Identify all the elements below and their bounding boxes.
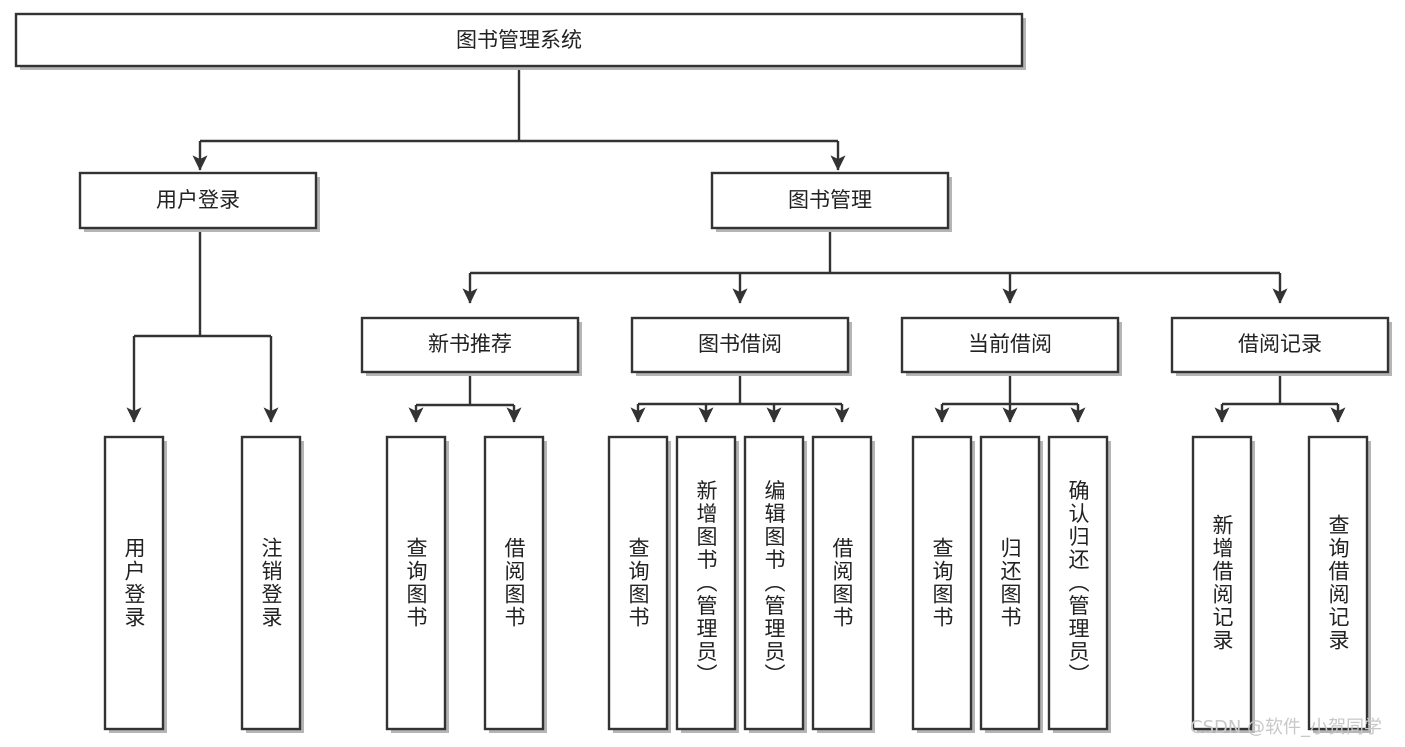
node-user-login[interactable]: 用户登录 xyxy=(78,171,320,232)
leaf-book-borrow-1[interactable]: 查询图书 xyxy=(607,435,671,733)
leaf-book-borrow-2[interactable]: 新增图书（管理员） xyxy=(675,435,739,733)
leaf-book-borrow-1-label: 查询图书 xyxy=(626,537,650,629)
leaf-book-borrow-3-label: 编辑图书（管理员） xyxy=(762,480,786,687)
leaf-book-borrow-4-label: 借阅图书 xyxy=(830,537,854,629)
node-book-borrow-label: 图书借阅 xyxy=(698,332,782,356)
leaf-borrow-record-1-label: 新增借阅记录 xyxy=(1210,514,1234,652)
leaf-user-login-2-label: 注销登录 xyxy=(259,537,283,629)
connector-group-borrow-record xyxy=(1214,372,1346,423)
node-book-borrow[interactable]: 图书借阅 xyxy=(630,316,852,376)
connector-group-current-borrow xyxy=(934,372,1086,423)
node-book-manage[interactable]: 图书管理 xyxy=(710,171,952,232)
leaf-current-borrow-1-label: 查询图书 xyxy=(930,537,954,629)
node-borrow-record[interactable]: 借阅记录 xyxy=(1170,316,1392,376)
leaf-current-borrow-2[interactable]: 归还图书 xyxy=(979,435,1043,733)
leaf-book-borrow-3[interactable]: 编辑图书（管理员） xyxy=(743,435,807,733)
connector-group-user-login xyxy=(126,232,279,423)
node-borrow-record-label: 借阅记录 xyxy=(1238,332,1322,356)
connector-group-new-book-recommend xyxy=(408,372,522,423)
node-root[interactable]: 图书管理系统 xyxy=(14,12,1026,70)
leaf-current-borrow-1[interactable]: 查询图书 xyxy=(911,435,975,733)
leaf-current-borrow-3-label: 确认归还（管理员） xyxy=(1066,480,1090,687)
node-new-book-recommend-label: 新书推荐 xyxy=(428,332,512,356)
leaf-borrow-record-2[interactable]: 查询借阅记录 xyxy=(1307,435,1371,733)
leaf-book-borrow-2-label: 新增图书（管理员） xyxy=(694,480,718,687)
leaf-new-book-recommend-2-label: 借阅图书 xyxy=(502,537,526,629)
leaf-user-login-1[interactable]: 用户登录 xyxy=(103,435,167,733)
node-current-borrow-label: 当前借阅 xyxy=(968,332,1052,356)
node-book-manage-label: 图书管理 xyxy=(788,188,872,212)
leaf-user-login-2[interactable]: 注销登录 xyxy=(240,435,304,733)
connector-group-book-manage xyxy=(462,232,1288,304)
node-new-book-recommend[interactable]: 新书推荐 xyxy=(360,316,582,376)
leaf-new-book-recommend-1-label: 查询图书 xyxy=(404,537,428,629)
leaf-book-borrow-4[interactable]: 借阅图书 xyxy=(811,435,875,733)
leaf-current-borrow-3[interactable]: 确认归还（管理员） xyxy=(1047,435,1111,733)
connector-group-root xyxy=(192,66,846,171)
leaf-borrow-record-2-label: 查询借阅记录 xyxy=(1326,514,1350,652)
leaf-user-login-1-label: 用户登录 xyxy=(122,537,146,629)
connector-group-book-borrow xyxy=(630,372,850,423)
leaf-current-borrow-2-label: 归还图书 xyxy=(998,537,1022,629)
node-root-label: 图书管理系统 xyxy=(456,28,582,52)
node-user-login-label: 用户登录 xyxy=(156,188,240,212)
node-current-borrow[interactable]: 当前借阅 xyxy=(900,316,1122,376)
leaf-borrow-record-1[interactable]: 新增借阅记录 xyxy=(1191,435,1255,733)
leaf-new-book-recommend-2[interactable]: 借阅图书 xyxy=(483,435,547,733)
leaf-new-book-recommend-1[interactable]: 查询图书 xyxy=(385,435,449,733)
